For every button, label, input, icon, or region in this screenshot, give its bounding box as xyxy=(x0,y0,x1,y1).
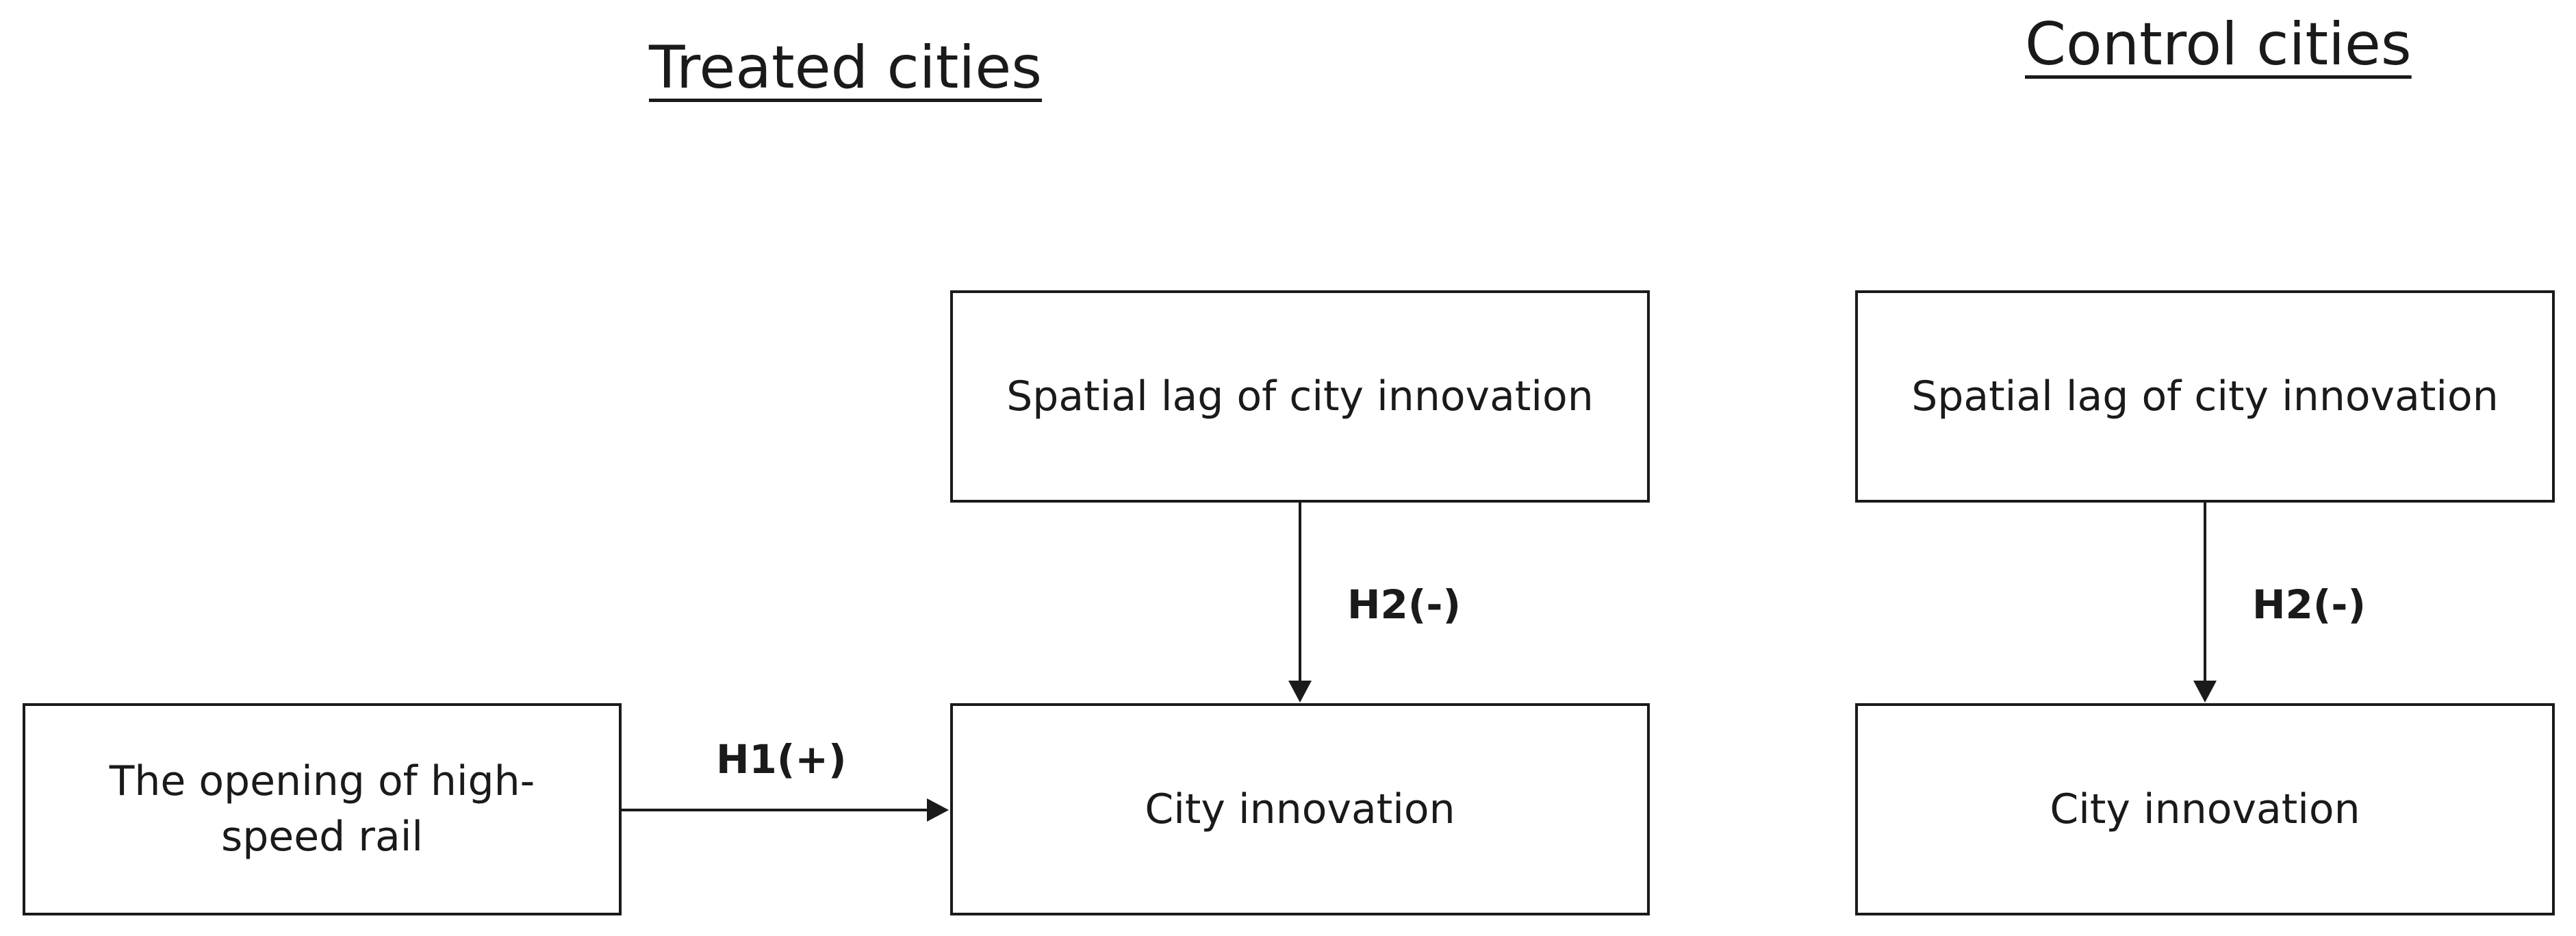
control-city-innovation-box: City innovation xyxy=(1855,703,2555,915)
h2-control-arrow-head xyxy=(2193,681,2217,703)
h1-label: H1(+) xyxy=(716,736,847,783)
high-speed-rail-opening-line1: The opening of high- xyxy=(109,757,535,805)
control-spatial-lag-box: Spatial lag of city innovation xyxy=(1855,290,2555,503)
h1-arrow-head xyxy=(927,798,949,822)
control-cities-heading: Control cities xyxy=(2025,10,2412,79)
treated-spatial-lag-label: Spatial lag of city innovation xyxy=(1006,372,1594,420)
h2-treated-arrow-head xyxy=(1288,681,1312,703)
treated-spatial-lag-box: Spatial lag of city innovation xyxy=(950,290,1650,503)
high-speed-rail-opening-text: The opening of high- speed rail xyxy=(110,754,535,865)
high-speed-rail-opening-line2: speed rail xyxy=(220,813,424,861)
high-speed-rail-opening-box: The opening of high- speed rail xyxy=(23,703,622,915)
h2-control-label: H2(-) xyxy=(2252,581,2366,628)
control-city-innovation-label: City innovation xyxy=(2050,785,2360,833)
h2-treated-label: H2(-) xyxy=(1347,581,1461,628)
control-spatial-lag-label: Spatial lag of city innovation xyxy=(1911,372,2499,420)
treated-cities-heading: Treated cities xyxy=(649,34,1043,102)
treated-city-innovation-box: City innovation xyxy=(950,703,1650,915)
treated-city-innovation-label: City innovation xyxy=(1145,785,1455,833)
